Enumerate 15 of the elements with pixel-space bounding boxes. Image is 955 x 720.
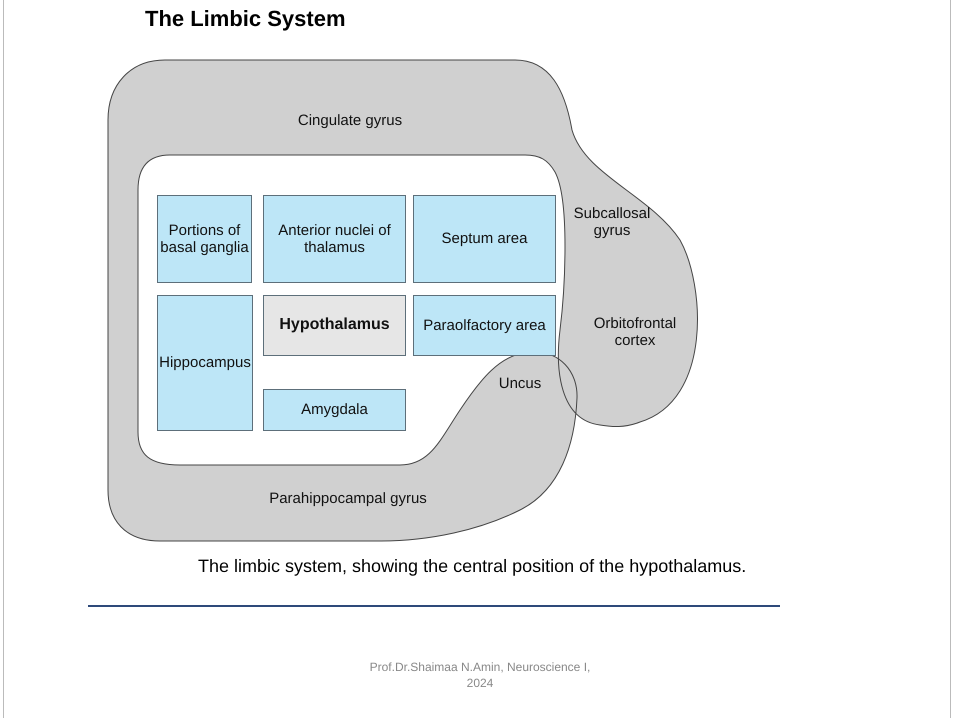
caption: The limbic system, showing the central position of the hypothalamus. (197, 556, 748, 578)
region-label: Orbitofrontal cortex (592, 315, 678, 350)
footer-note: Prof.Dr.Shaimaa N.Amin, Neuroscience I, 2024 (368, 660, 592, 692)
region-label: Uncus (498, 375, 542, 392)
brain-region-box: Amygdala (263, 389, 406, 431)
brain-region-box: Portions of basal ganglia (157, 195, 252, 283)
title: The Limbic System (145, 6, 346, 32)
brain-region-box: Anterior nuclei of thalamus (263, 195, 406, 283)
region-label: Parahippocampal gyrus (268, 490, 428, 508)
region-label: Cingulate gyrus (296, 112, 404, 130)
brain-region-box: Paraolfactory area (413, 295, 556, 356)
brain-region-box: Septum area (413, 195, 556, 283)
brain-region-box: Hippocampus (157, 295, 253, 431)
brain-region-box: Hypothalamus (263, 295, 406, 356)
region-label: Subcallosal gyrus (572, 205, 652, 240)
